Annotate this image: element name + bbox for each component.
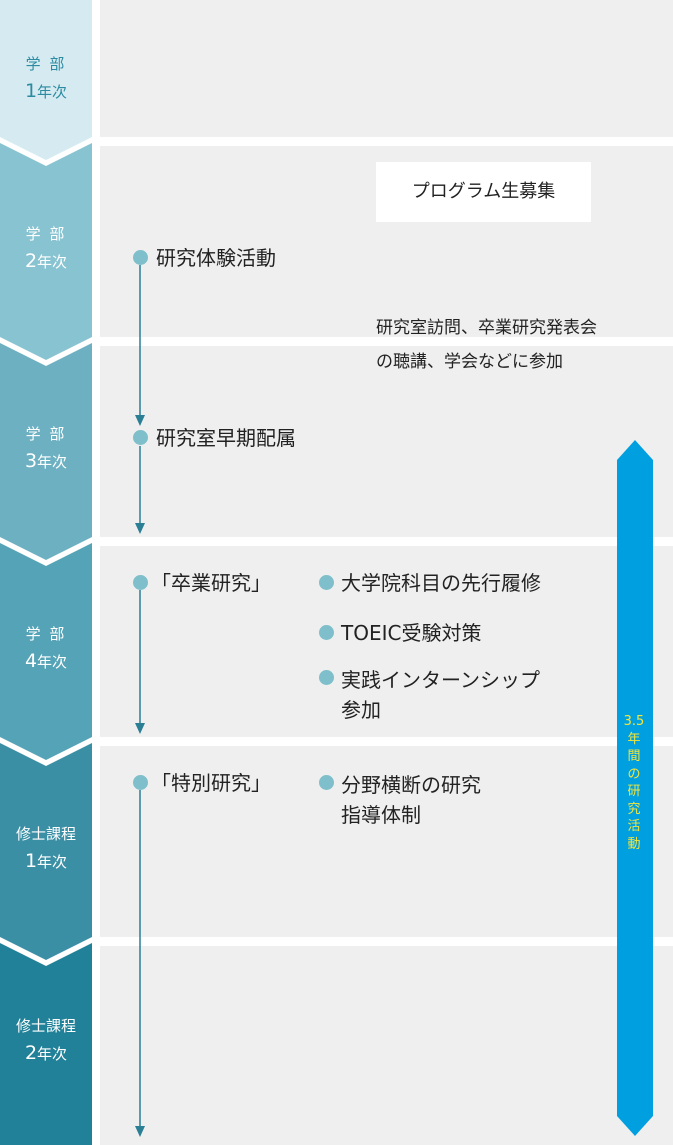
period-char: 年 (627, 731, 641, 747)
row-master2 (100, 946, 673, 1145)
stage-label-bachelor-2: 学 部 2年次 (0, 224, 92, 273)
stage-label-master-2: 修士課程 2年次 (0, 1016, 92, 1065)
arrowhead (135, 523, 145, 534)
activity-internship: 実践インターンシップ 参加 (341, 665, 540, 725)
stage-level: 学 部 (25, 55, 67, 73)
stage-year: 1年次 (0, 80, 92, 103)
bullet-dot (319, 670, 334, 685)
activity-trial-note: 研究室訪問、卒業研究発表会 の聴講、学会などに参加 (376, 311, 597, 379)
stage-block-bachelor-1 (0, 0, 92, 160)
bullet-dot (133, 250, 148, 265)
activity-trial: 研究体験活動 (156, 246, 276, 270)
period-char: 研 (627, 784, 641, 799)
bullet-dot (319, 625, 334, 640)
stage-year-number: 1 (24, 80, 38, 102)
stage-level: 学 部 (25, 225, 67, 243)
stage-column (0, 0, 92, 1145)
flow-arrows (135, 265, 145, 1137)
period-char: の (627, 766, 641, 782)
item-line: 分野横断の研究 (341, 773, 481, 797)
stage-year-suffix: 年次 (37, 653, 68, 671)
stage-block-master-1 (0, 743, 92, 960)
stage-label-master-1: 修士課程 1年次 (0, 824, 92, 873)
stage-level: 修士課程 (15, 1017, 76, 1035)
stage-label-bachelor-3: 学 部 3年次 (0, 424, 92, 473)
activity-special-research: 「特別研究」 (151, 771, 271, 795)
stage-year-suffix: 年次 (37, 253, 68, 271)
activity-cross-field: 分野横断の研究 指導体制 (341, 770, 481, 830)
stage-year-suffix: 年次 (37, 83, 68, 101)
activity-graduation-research: 「卒業研究」 (151, 571, 271, 595)
row-year1 (100, 0, 673, 137)
bullet-dot (319, 775, 334, 790)
note-line: の聴講、学会などに参加 (376, 352, 563, 372)
stage-level: 修士課程 (15, 825, 76, 843)
period-char: 究 (627, 801, 641, 817)
row-master1 (100, 746, 673, 937)
arrowhead (135, 723, 145, 734)
period-char: 活 (627, 819, 641, 834)
stage-year-number: 1 (24, 850, 38, 872)
stage-year-number: 2 (24, 1042, 38, 1064)
stage-level: 学 部 (25, 625, 67, 643)
bullet-dot (133, 430, 148, 445)
stage-level: 学 部 (25, 425, 67, 443)
item-line: 参加 (341, 698, 381, 722)
stage-year-number: 4 (24, 650, 38, 672)
bullet-dot (133, 575, 148, 590)
period-value: 3.5 (623, 714, 645, 729)
stage-label-bachelor-1: 学 部 1年次 (0, 54, 92, 103)
item-line: 指導体制 (341, 803, 421, 827)
note-line: 研究室訪問、卒業研究発表会 (376, 318, 597, 338)
activity-toeic: TOEIC受験対策 (341, 621, 482, 645)
stage-year-suffix: 年次 (37, 853, 68, 871)
row-year3 (100, 346, 673, 537)
arrowhead (135, 415, 145, 426)
stage-block-bachelor-4 (0, 543, 92, 760)
recruit-badge: プログラム生募集 (376, 162, 591, 222)
period-char: 間 (627, 749, 641, 764)
research-period-label: 3.5 年 間 の 研 究 活 動 (614, 713, 654, 853)
stage-year: 2年次 (0, 1042, 92, 1065)
item-line: 実践インターンシップ (341, 668, 540, 692)
stage-year-number: 3 (24, 450, 38, 472)
row-year4 (100, 546, 673, 737)
stage-year-number: 2 (24, 250, 38, 272)
activity-early-assignment: 研究室早期配属 (156, 426, 296, 450)
stage-year: 2年次 (0, 250, 92, 273)
stage-block-bachelor-3 (0, 343, 92, 560)
stage-year-suffix: 年次 (37, 1045, 68, 1063)
stage-year: 4年次 (0, 650, 92, 673)
bullet-dot (319, 575, 334, 590)
arrowhead (135, 1126, 145, 1137)
stage-block-bachelor-2 (0, 143, 92, 360)
stage-year: 1年次 (0, 850, 92, 873)
activity-grad-course: 大学院科目の先行履修 (341, 571, 541, 595)
stage-block-master-2 (0, 943, 92, 1145)
stage-label-bachelor-4: 学 部 4年次 (0, 624, 92, 673)
stage-year-suffix: 年次 (37, 453, 68, 471)
bullet-dot (133, 775, 148, 790)
stage-year: 3年次 (0, 450, 92, 473)
research-period-bar (617, 440, 653, 1136)
period-char: 動 (627, 836, 641, 852)
